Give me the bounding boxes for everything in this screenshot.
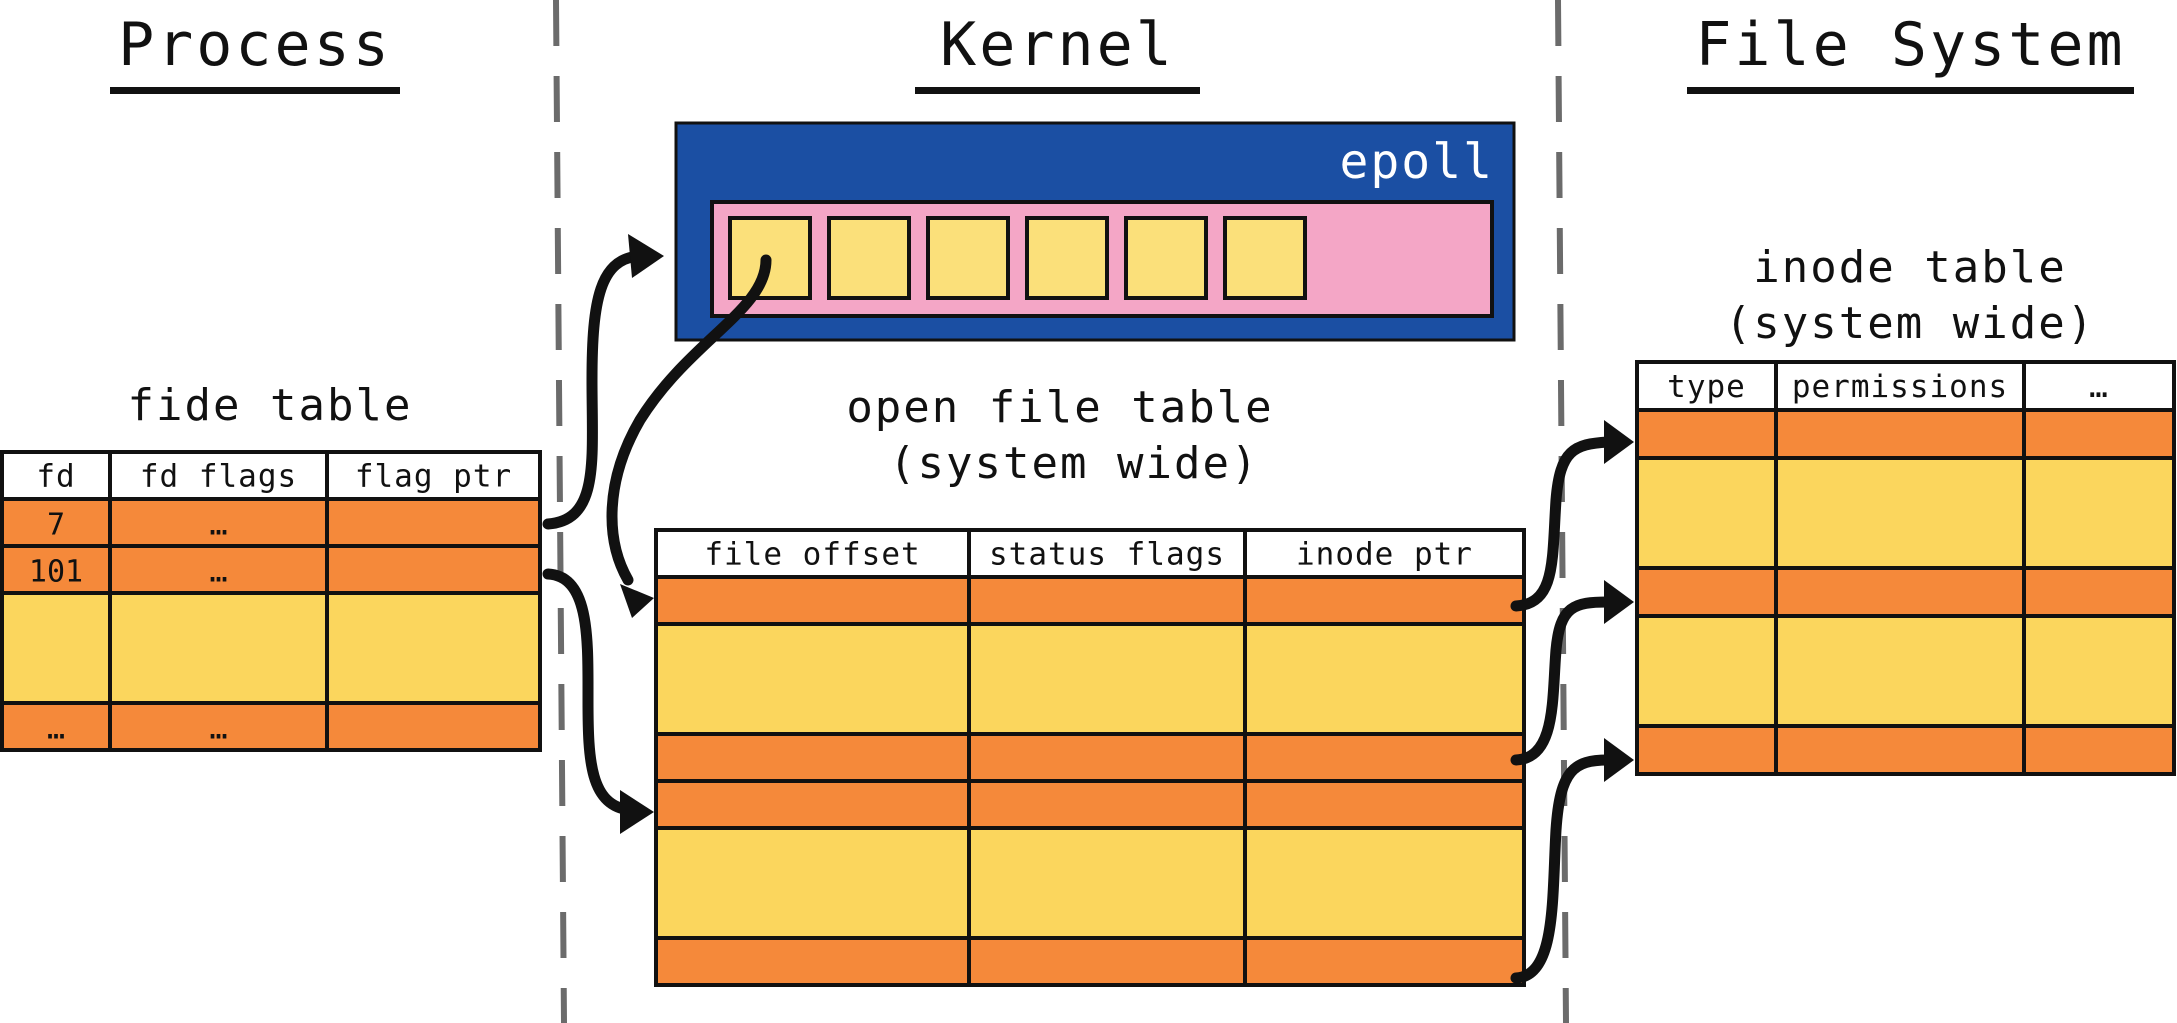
open-file-table-column-header: file offset xyxy=(704,537,920,573)
fd-table: fd fd flags flag ptr 7 … 101 … … … xyxy=(0,450,542,752)
open-file-table-row xyxy=(656,577,1524,624)
inode-table: type permissions … xyxy=(1635,360,2176,776)
filesystem-title-underline xyxy=(1687,87,2134,94)
divider-kernel-filesystem xyxy=(1555,0,1569,1023)
open-file-table-row xyxy=(656,624,1524,734)
inode-table-row xyxy=(1637,458,2174,568)
divider-process-kernel xyxy=(553,0,567,1023)
fd-table-cell: … xyxy=(209,712,227,747)
inode-table-column-header: permissions xyxy=(1792,369,2008,405)
filesystem-title-text: File System xyxy=(1695,10,2126,80)
kernel-title-text: Kernel xyxy=(940,10,1175,80)
fd-table-column-header: fd xyxy=(36,459,75,495)
fd-table-caption: fide table xyxy=(127,380,413,431)
inode-table-row xyxy=(1637,410,2174,458)
open-file-table-row xyxy=(656,828,1524,938)
arrow-fd7-to-epoll xyxy=(542,250,646,530)
kernel-title: Kernel xyxy=(915,10,1200,94)
inode-table-header-bg xyxy=(1637,362,2174,410)
epoll-slot xyxy=(926,216,1010,300)
arrows xyxy=(542,234,1634,984)
open-file-table-row xyxy=(656,781,1524,828)
fd-table-column-header: fd flags xyxy=(140,459,297,495)
fd-table-cell: 101 xyxy=(29,555,83,590)
inode-table-column-header: type xyxy=(1667,369,1746,405)
fd-table-row xyxy=(2,593,540,703)
open-file-table: file offset status flags inode ptr xyxy=(654,528,1526,987)
open-file-table-row xyxy=(656,734,1524,781)
fd-table-column-header: flag ptr xyxy=(355,459,512,495)
fd-table-cell: … xyxy=(209,508,227,543)
arrow-epoll-to-open-file-head xyxy=(620,584,654,618)
epoll-slot xyxy=(1124,216,1208,300)
arrow-fd101-to-open-file-head xyxy=(620,790,654,834)
epoll-slot xyxy=(1025,216,1109,300)
fd-table-row xyxy=(2,546,540,593)
filesystem-title: File System xyxy=(1687,10,2134,94)
fd-table-cell: … xyxy=(209,555,227,590)
epoll-instance: epoll xyxy=(674,121,1516,342)
arrow-fd101-to-open-file xyxy=(542,568,636,816)
fd-table-header-bg xyxy=(2,452,540,499)
inode-table-caption: inode table (system wide) xyxy=(1724,242,2096,349)
inode-table-row xyxy=(1637,616,2174,726)
fd-table-border xyxy=(0,450,542,752)
arrow-epoll-to-open-file xyxy=(606,254,772,586)
open-file-table-column-header: inode ptr xyxy=(1296,537,1473,573)
open-file-table-row xyxy=(656,938,1524,985)
epoll-label: epoll xyxy=(1340,134,1495,190)
open-file-table-caption: open file table (system wide) xyxy=(846,382,1274,489)
epoll-slot xyxy=(827,216,911,300)
open-file-table-column-header: status flags xyxy=(989,537,1225,573)
arrow-open-file-row1-to-inode xyxy=(1510,436,1614,612)
arrow-open-file-row6-to-inode-head xyxy=(1604,738,1634,782)
fd-table-row xyxy=(2,499,540,546)
process-title-underline xyxy=(110,87,400,94)
inode-table-column-header: … xyxy=(2089,369,2109,405)
arrow-fd7-to-epoll-head xyxy=(628,234,664,278)
inode-table-row xyxy=(1637,726,2174,774)
arrow-open-file-row3-to-inode xyxy=(1510,596,1614,766)
fd-table-row xyxy=(2,703,540,750)
fd-table-cell: 7 xyxy=(47,508,65,543)
fd-table-cell: … xyxy=(47,712,65,747)
kernel-title-underline xyxy=(915,87,1200,94)
process-title-text: Process xyxy=(118,10,392,80)
inode-table-row xyxy=(1637,568,2174,616)
process-title: Process xyxy=(110,10,400,94)
open-file-table-header-bg xyxy=(656,530,1524,577)
epoll-slots xyxy=(728,216,1307,300)
arrow-open-file-row6-to-inode xyxy=(1510,754,1614,984)
arrow-open-file-row1-to-inode-head xyxy=(1604,420,1634,464)
epoll-slot xyxy=(1223,216,1307,300)
arrow-open-file-row3-to-inode-head xyxy=(1604,580,1634,624)
